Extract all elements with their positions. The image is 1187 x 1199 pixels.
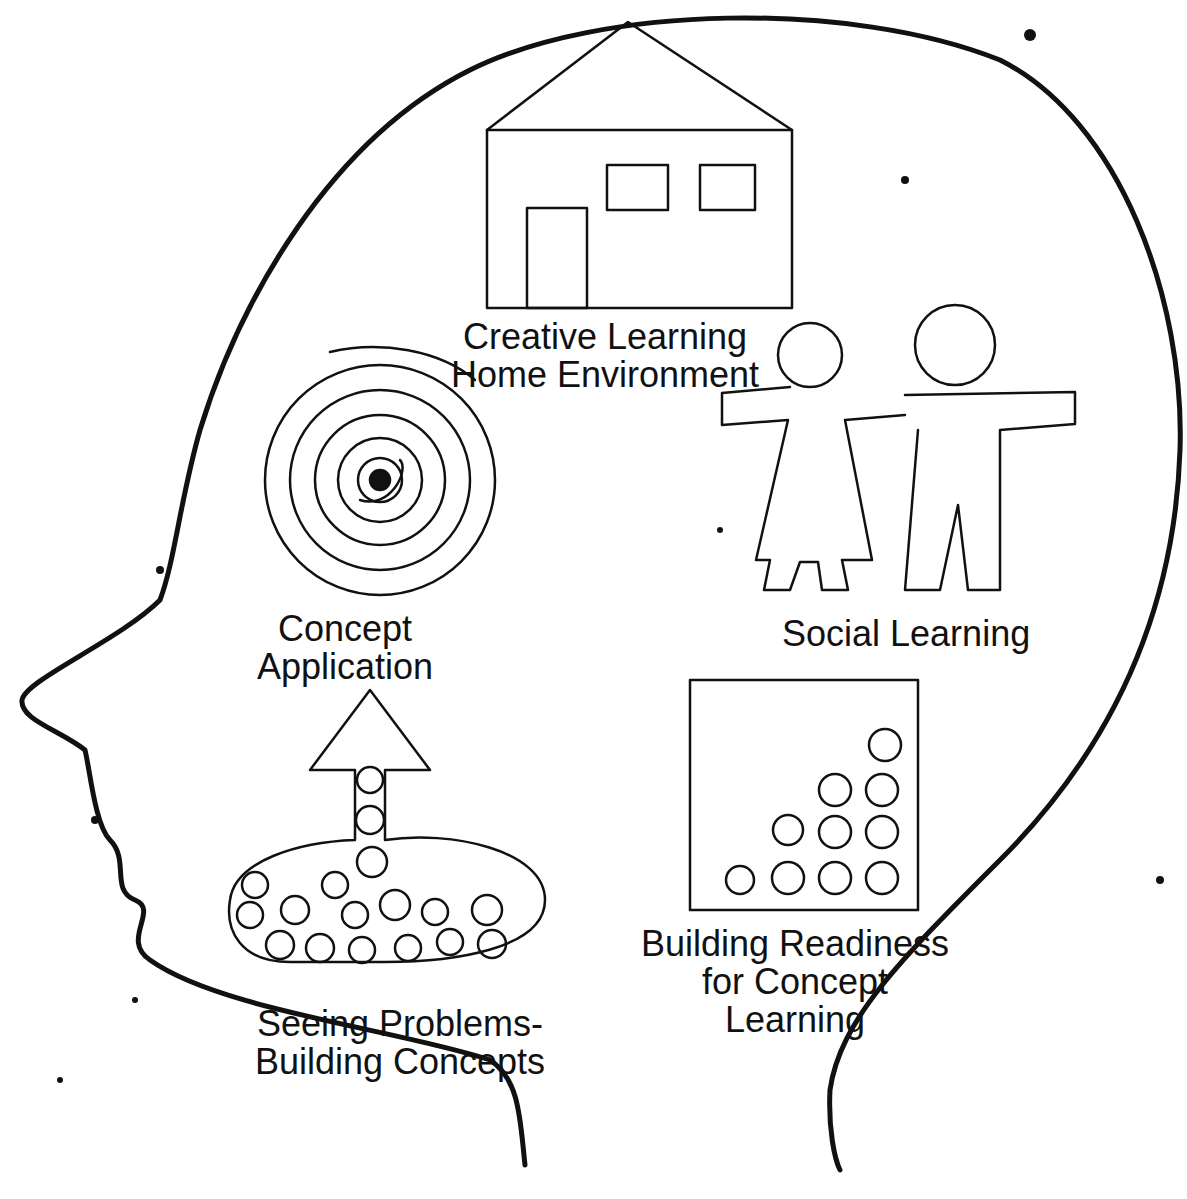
flask-bead: [356, 806, 384, 834]
flask-icon: [229, 690, 545, 963]
boy-head: [915, 305, 995, 385]
flask-bead: [281, 896, 309, 924]
label-text: Creative Learning Home Environment: [435, 318, 775, 394]
speckle: [132, 997, 138, 1003]
flask-bead: [322, 872, 348, 898]
speckle: [1156, 876, 1164, 884]
house-icon: [487, 22, 792, 308]
head-outline: [22, 18, 1180, 1170]
girl-head: [778, 323, 842, 387]
readiness-bead: [819, 862, 851, 894]
readiness-bead: [819, 816, 851, 848]
readiness-bead: [772, 862, 804, 894]
flask-bead: [342, 902, 368, 928]
flask-bead: [422, 899, 448, 925]
flask-bead: [349, 937, 375, 963]
flask-outline: [229, 690, 545, 962]
speckle: [901, 176, 909, 184]
readiness-bead: [773, 815, 803, 845]
target-ring: [290, 390, 470, 570]
target-spiral: [360, 460, 403, 502]
girl-body: [722, 387, 905, 590]
readiness-bead: [869, 729, 901, 761]
flask-bead: [380, 890, 410, 920]
target-ring: [315, 415, 445, 545]
label-text: Building Readiness for Concept Learning: [635, 925, 955, 1039]
flask-bead: [472, 895, 502, 925]
readiness-bead: [866, 862, 898, 894]
label-text: Social Learning: [782, 615, 1030, 653]
target-bullseye: [370, 470, 390, 490]
flask-bead: [395, 935, 421, 961]
target-ring: [358, 458, 402, 502]
house-roof: [487, 22, 792, 130]
label-text: Seeing Problems- Building Concepts: [240, 1005, 560, 1081]
flask-bead: [237, 902, 263, 928]
target-ring: [338, 438, 422, 522]
house-wall: [487, 130, 792, 308]
speckle: [717, 527, 723, 533]
flask-bead: [266, 931, 294, 959]
readiness-icon: [690, 680, 918, 910]
speckle: [1024, 29, 1036, 41]
flask-bead: [306, 934, 334, 962]
speckle: [156, 566, 164, 574]
readiness-bead: [726, 866, 754, 894]
house-window: [700, 165, 755, 210]
house-door: [527, 208, 587, 308]
flask-bead: [357, 767, 383, 793]
readiness-bead: [866, 774, 898, 806]
flask-bead: [357, 847, 387, 877]
flask-bead: [478, 930, 506, 958]
house-window: [607, 165, 668, 210]
speckle: [57, 1077, 63, 1083]
readiness-bead: [866, 816, 898, 848]
readiness-frame: [690, 680, 918, 910]
flask-bead: [437, 929, 463, 955]
speckle: [91, 816, 99, 824]
readiness-bead: [819, 774, 851, 806]
flask-bead: [242, 872, 268, 898]
children-icon: [722, 305, 1075, 590]
boy-body: [905, 392, 1075, 590]
target-ring: [265, 365, 495, 595]
speckles: [57, 29, 1164, 1083]
label-text: Concept Application: [225, 610, 465, 686]
